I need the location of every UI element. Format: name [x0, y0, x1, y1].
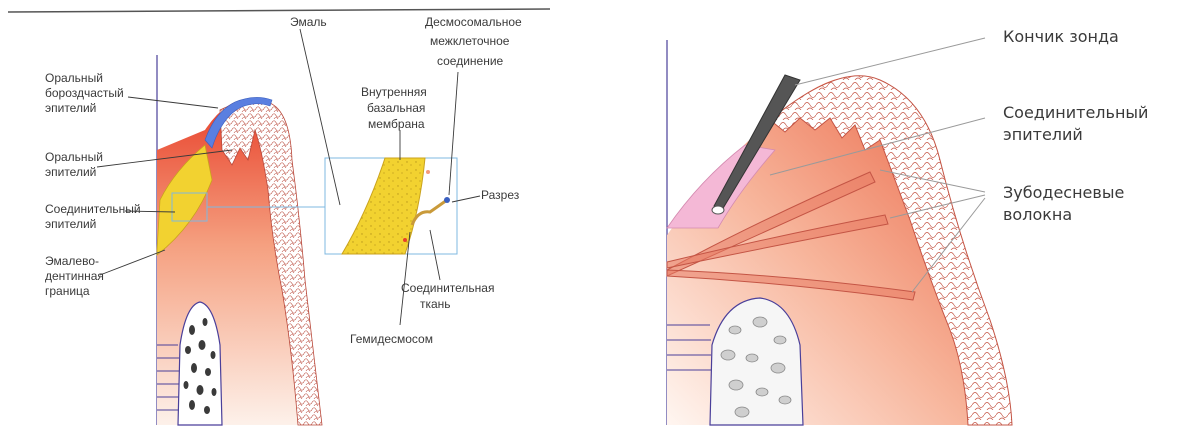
label-ced-3: граница [45, 284, 90, 298]
label-oral-1: Оральный [45, 150, 103, 164]
label-connective-1: Соединительная [401, 281, 494, 295]
label-ced-2: дентинная [45, 269, 104, 283]
label-junctional-right-1: Соединительный [1003, 103, 1148, 122]
leader-enamel [300, 29, 340, 205]
label-desmosomal-1: Десмосомальное [425, 15, 522, 29]
leader-oral-sulcular [128, 97, 218, 108]
hemidesmosome-dot [403, 238, 407, 242]
label-oral-sulcular-2: бороздчастый [45, 86, 124, 100]
label-section: Разрез [481, 188, 520, 202]
label-fibers-2: волокна [1003, 205, 1072, 224]
label-junctional-1: Соединительный [45, 202, 141, 216]
label-probe-tip: Кончик зонда [1003, 27, 1119, 46]
label-basal-1: Внутренняя [361, 85, 427, 99]
label-connective-2: ткань [420, 297, 451, 311]
label-basal-3: мембрана [368, 117, 425, 131]
probe-tip-icon [712, 206, 724, 214]
label-oral-sulcular-3: эпителий [45, 101, 96, 115]
right-figure: Кончик зонда Соединительный эпителий Зуб… [667, 27, 1148, 425]
label-oral-2: эпителий [45, 165, 96, 179]
top-rule [8, 9, 550, 12]
label-fibers-1: Зубодесневые [1003, 183, 1124, 202]
desmosome-dot [444, 197, 450, 203]
label-oral-sulcular-1: Оральный [45, 71, 103, 85]
label-desmosomal-3: соединение [437, 54, 504, 68]
cell-dot [426, 170, 430, 174]
label-basal-2: базальная [367, 101, 425, 115]
left-figure: Оральный бороздчастый эпителий Оральный … [8, 9, 550, 425]
label-hemidesmosome: Гемидесмосом [350, 332, 433, 346]
label-ced-1: Эмалево- [45, 254, 99, 268]
label-desmosomal-2: межклеточное [430, 34, 510, 48]
leader-probe-tip [795, 38, 985, 85]
label-enamel: Эмаль [290, 15, 327, 29]
leader-ced [100, 250, 165, 275]
label-junctional-right-2: эпителий [1003, 125, 1083, 144]
label-junctional-2: эпителий [45, 217, 96, 231]
